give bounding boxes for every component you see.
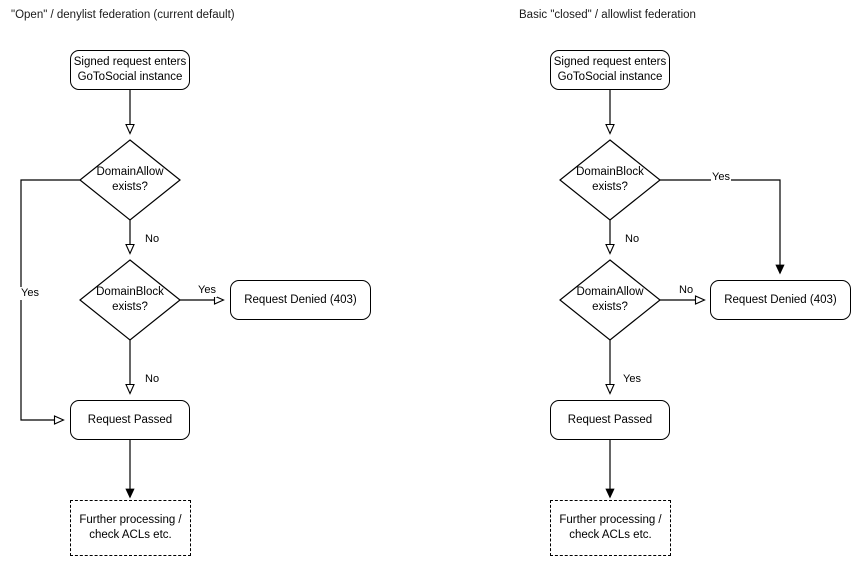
edge-label-left-block-yes: Yes xyxy=(197,284,217,297)
edge-label-left-block-no: No xyxy=(144,373,161,386)
further-processing-node-left[interactable]: Further processing / check ACLs etc. xyxy=(70,500,191,556)
request-denied-node-left[interactable]: Request Denied (403) xyxy=(230,280,371,320)
edge-label-right-block-no: No xyxy=(624,233,641,246)
column-title-closed-allowlist: Basic "closed" / allowlist federation xyxy=(519,9,696,21)
further-processing-node-right[interactable]: Further processing / check ACLs etc. xyxy=(550,500,671,556)
request-passed-node-right[interactable]: Request Passed xyxy=(550,400,670,440)
decision-diamond-shape xyxy=(559,139,661,221)
edge-label-right-allow-yes: Yes xyxy=(622,373,642,386)
start-node-right[interactable]: Signed request enters GoToSocial instanc… xyxy=(550,50,670,90)
request-passed-node-left[interactable]: Request Passed xyxy=(70,400,190,440)
edge-label-right-allow-no: No xyxy=(678,284,695,297)
decision-diamond-shape xyxy=(79,139,181,221)
start-node-left[interactable]: Signed request enters GoToSocial instanc… xyxy=(70,50,190,90)
decision-diamond-shape xyxy=(79,259,181,341)
decision-diamond-shape xyxy=(559,259,661,341)
edge-label-left-allow-no: No xyxy=(144,233,161,246)
edge-label-right-block-yes: Yes xyxy=(711,171,731,184)
request-denied-node-right[interactable]: Request Denied (403) xyxy=(710,280,851,320)
edge-label-left-allow-yes: Yes xyxy=(20,287,40,300)
column-title-open-denylist: "Open" / denylist federation (current de… xyxy=(11,9,235,21)
